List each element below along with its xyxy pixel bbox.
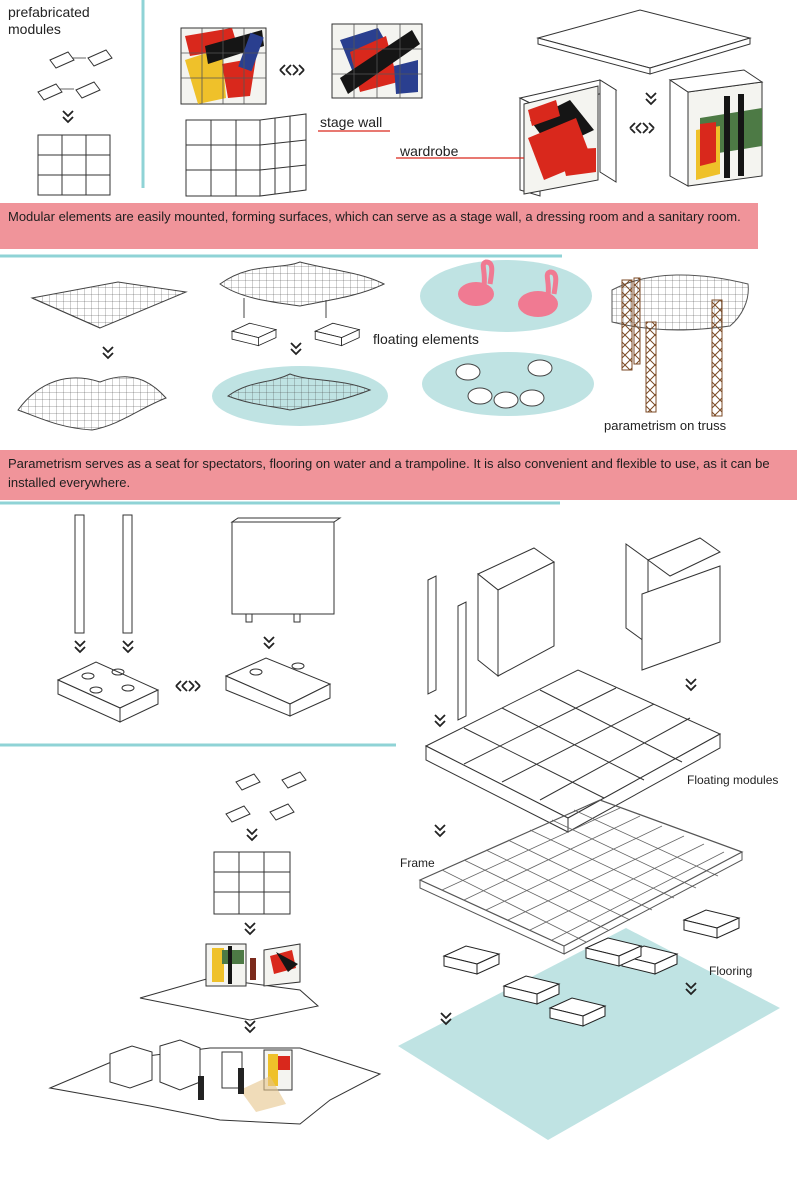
parametrism-diagram — [17, 259, 749, 431]
floating-modules-exploded-diagram — [398, 537, 780, 1140]
label-floating-modules: Floating modules — [687, 773, 779, 787]
assembly-sequence-diagram — [48, 771, 382, 1125]
base-connection-diagram — [56, 514, 342, 723]
truss-icon — [621, 277, 723, 417]
flamingo-icon — [458, 259, 559, 317]
label-stage-wall: stage wall — [320, 114, 383, 130]
label-frame: Frame — [400, 856, 435, 870]
label-flooring: Flooring — [709, 964, 753, 978]
label-floating-elements: floating elements — [373, 331, 479, 347]
label-wardrobe: wardrobe — [400, 143, 459, 159]
prefab-modules-diagram — [37, 49, 113, 196]
stage-wall-diagram — [180, 23, 423, 197]
caption-parametrism: Parametrism serves as a seat for spectat… — [0, 450, 797, 500]
label-parametrism-on-truss: parametrism on truss — [604, 418, 727, 433]
caption-modular-elements: Modular elements are easily mounted, for… — [0, 203, 758, 249]
label-prefabricated-modules: prefabricated modules — [8, 4, 90, 37]
wardrobe-diagram — [396, 9, 764, 197]
